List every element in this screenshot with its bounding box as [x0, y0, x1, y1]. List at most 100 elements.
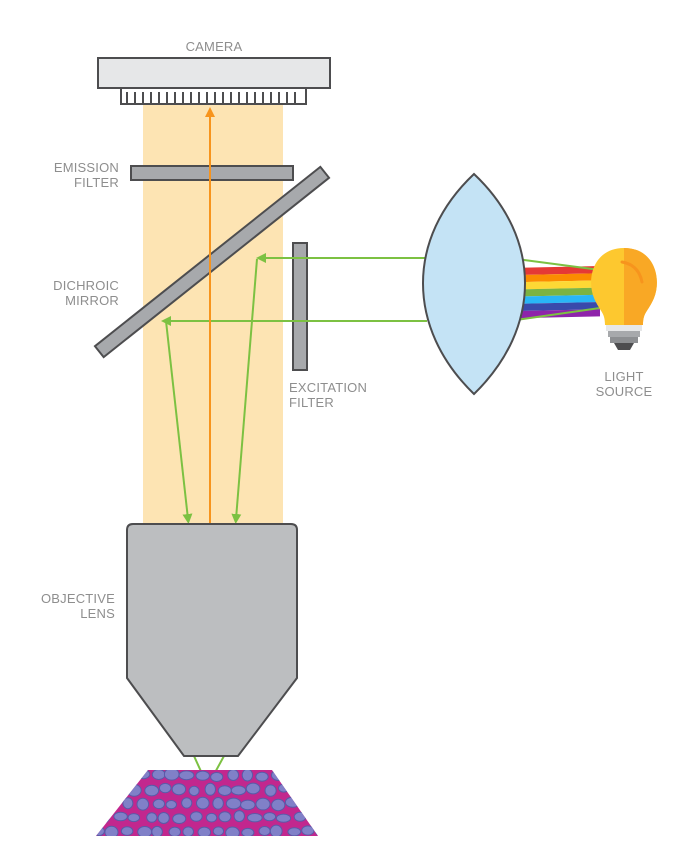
specimen-cell: [171, 783, 187, 796]
specimen-cell: [217, 785, 232, 796]
specimen-cell: [122, 770, 135, 782]
specimen-cell: [195, 770, 210, 781]
specimen-cell: [233, 810, 246, 823]
specimen-cell: [271, 770, 286, 782]
specimen-cell: [96, 826, 105, 836]
specimen-cell: [263, 812, 277, 822]
specimen-cell: [275, 813, 292, 823]
specimen-cell: [107, 770, 119, 782]
specimen-cell: [122, 797, 134, 810]
excitation-filter: [292, 242, 308, 371]
specimen-cell: [293, 811, 307, 822]
specimen-cell: [157, 812, 170, 824]
specimen-cell: [269, 824, 283, 836]
excitation-filter-label-line-2: FILTER: [289, 395, 335, 410]
dichroic-mirror-label-line-2: MIRROR: [65, 293, 119, 308]
specimen-cell: [120, 826, 134, 836]
specimen-cell: [258, 826, 271, 836]
specimen-cell: [205, 812, 218, 823]
specimen-cell: [225, 797, 242, 810]
specimen-cell: [210, 772, 224, 782]
specimen-cell: [309, 811, 318, 824]
specimen-cell: [126, 783, 142, 797]
camera: [97, 57, 331, 105]
specimen-cell: [172, 813, 187, 825]
dichroic-mirror-label-line-1: DICHROIC: [53, 278, 119, 293]
specimen-cell: [278, 783, 290, 793]
specimen-cell: [178, 770, 195, 781]
specimen-cell: [323, 785, 334, 794]
condenser-lens: [422, 172, 526, 396]
specimen-cell: [96, 797, 106, 807]
specimen-cell: [299, 770, 314, 782]
specimen-cell: [212, 797, 224, 810]
specimen-cell: [301, 825, 315, 836]
specimen-cell: [196, 796, 210, 810]
specimen-cell: [136, 770, 151, 780]
specimen-cell: [163, 770, 180, 781]
light-spectrum: [508, 257, 601, 322]
specimen-cell: [315, 797, 318, 810]
specimen-cell: [240, 799, 256, 811]
specimen-cell: [271, 798, 286, 812]
spectrum-band: [509, 280, 600, 290]
emission-filter-label-line-1: EMISSION: [53, 160, 119, 175]
specimen-cell: [182, 826, 194, 836]
dichroic-mirror: [93, 165, 331, 359]
specimen-cell: [98, 785, 112, 796]
specimen-cell: [315, 826, 318, 836]
beam-edge-ray: [508, 307, 601, 322]
specimen-cell: [326, 813, 338, 825]
specimen-cell: [158, 782, 172, 794]
spectrum-band: [509, 266, 600, 276]
specimen-cell: [146, 812, 158, 823]
specimen-cell: [255, 771, 269, 782]
objective-lens-label-line-1: OBJECTIVE: [40, 591, 115, 606]
camera-label: CAMERA: [185, 39, 243, 54]
specimen-cell: [245, 782, 261, 795]
specimen-cell: [264, 784, 277, 797]
light-source-label: LIGHT SOURCE: [584, 369, 664, 399]
excitation-filter-label: EXCITATION FILTER: [289, 380, 399, 410]
excitation-filter-label-line-1: EXCITATION: [289, 380, 368, 395]
specimen-cell: [212, 826, 225, 836]
specimen-cell: [284, 770, 299, 780]
objective-lens-label: OBJECTIVE LENS: [10, 591, 115, 621]
specimen-cell: [168, 826, 182, 836]
specimen-cell: [137, 826, 153, 836]
objective-lens: [126, 523, 298, 757]
specimen-cell: [227, 770, 240, 781]
specimen-cell: [287, 827, 302, 836]
specimen-cell: [152, 798, 166, 810]
specimen-cell: [255, 797, 271, 811]
specimen-cell: [144, 784, 160, 797]
specimen-cell: [218, 811, 232, 823]
specimen-cell: [247, 813, 263, 823]
dichroic-mirror-label: DICHROIC MIRROR: [20, 278, 119, 308]
specimen-cell: [96, 810, 110, 824]
specimen-cell: [136, 797, 150, 811]
specimen-cell: [301, 797, 317, 810]
light-bulb-icon: [591, 248, 657, 350]
specimen-cell: [225, 826, 240, 836]
spectrum-band: [509, 273, 600, 283]
emission-filter-label: EMISSION FILTER: [20, 160, 119, 190]
spectrum-band: [509, 302, 600, 312]
specimen-cell: [165, 800, 178, 810]
emission-filter-label-line-2: FILTER: [73, 175, 119, 190]
specimen-cell: [319, 770, 331, 780]
specimen-cell: [197, 826, 212, 836]
beam-edge-ray: [508, 257, 601, 271]
light-source-label-line-1: LIGHT: [604, 369, 644, 384]
specimen-cell: [308, 782, 318, 794]
specimen-cell: [230, 785, 247, 796]
spectrum-band: [509, 287, 600, 297]
specimen-cell: [189, 811, 203, 822]
specimen-cell: [241, 827, 255, 836]
specimen-cell: [151, 770, 166, 780]
specimen-cell: [111, 783, 127, 794]
emission-filter: [130, 165, 294, 181]
specimen-cell: [96, 770, 104, 781]
